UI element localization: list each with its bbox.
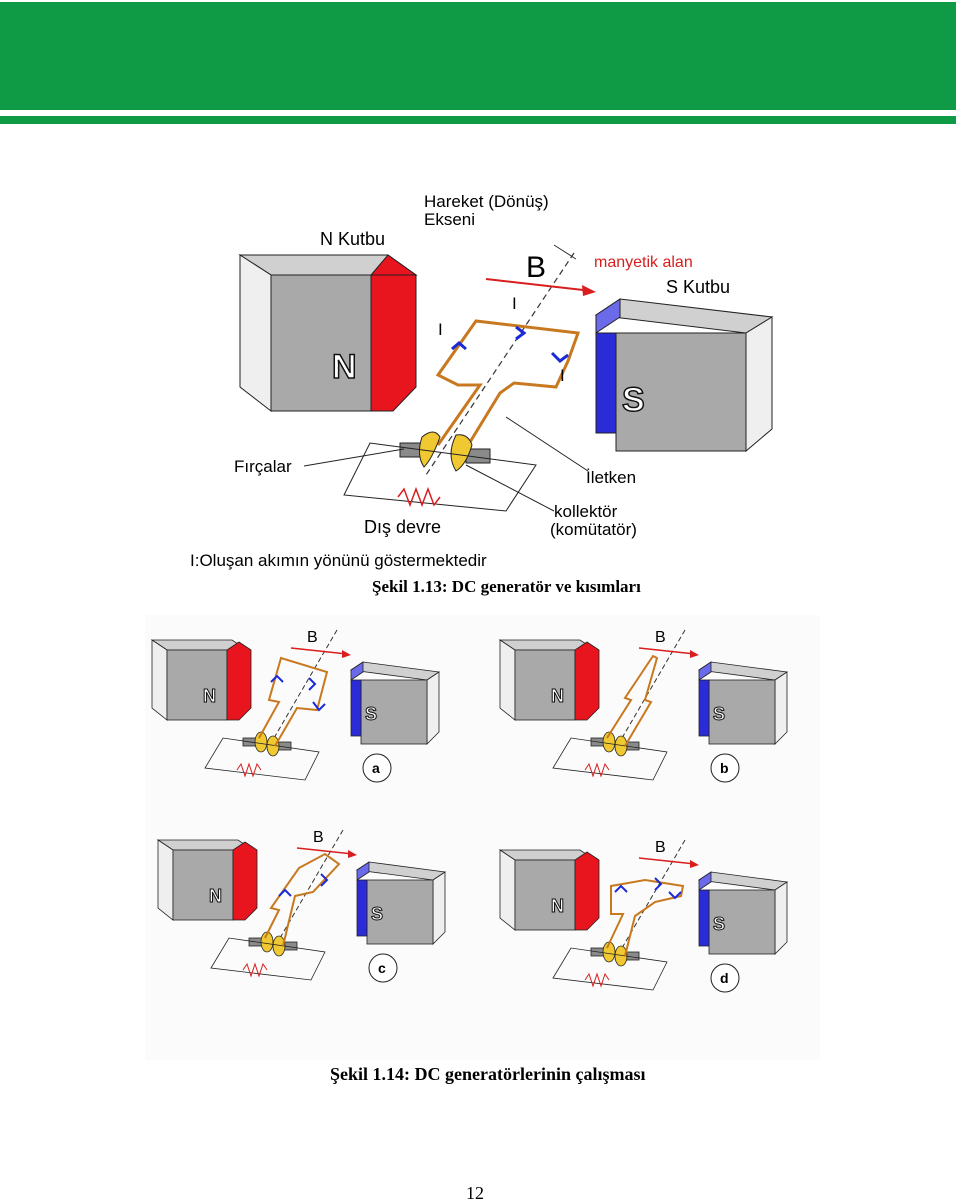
collector-label-line2: (komütatör) (550, 520, 637, 539)
conductor-label: İletken (586, 468, 636, 487)
current-label-3: I (560, 366, 565, 385)
panel-a-s-letter: S (365, 704, 377, 724)
magnetic-field-arrow (485, 278, 593, 292)
panel-b-n-letter: N (551, 686, 564, 706)
current-note: I:Oluşan akımın yönünü göstermektedir (190, 551, 487, 570)
resistor-symbol (397, 486, 441, 508)
magnetic-field-label: manyetik alan (594, 254, 693, 271)
panel-d-b-label: B (655, 839, 666, 856)
panel-c-b-label: B (313, 829, 324, 846)
panel-d-n-letter: N (551, 896, 564, 916)
page-number: 12 (466, 1183, 484, 1203)
conductor-loop (435, 319, 581, 466)
figure-1-caption: Şekil 1.13: DC generatör ve kısımları (372, 577, 641, 596)
panel-c-id: c (378, 960, 386, 976)
brushes-and-commutator (399, 431, 491, 472)
rotation-axis (425, 252, 575, 476)
panel-d-id: d (720, 970, 729, 986)
s-pole-letter: S (622, 381, 645, 419)
panel-a-id: a (372, 760, 380, 776)
current-label-2: I (438, 320, 443, 339)
panel-b: B N S b (499, 629, 788, 783)
panel-c: B N S c (157, 829, 446, 983)
s-pole-magnet: S (594, 298, 774, 453)
current-arrows (451, 325, 569, 363)
panel-c-s-letter: S (371, 904, 383, 924)
b-field-label: B (526, 251, 546, 284)
header-rule (0, 116, 956, 124)
panel-a-n-letter: N (203, 686, 216, 706)
panel-a: B N S a (151, 629, 440, 783)
panel-d: B N S d (499, 839, 788, 993)
external-circuit-label: Dış devre (364, 517, 441, 537)
panel-c-n-letter: N (209, 886, 222, 906)
axis-label-line1: Hareket (Dönüş) (424, 192, 549, 211)
n-pole-label: N Kutbu (320, 229, 385, 249)
n-pole-letter: N (332, 348, 357, 386)
panel-a-b-label: B (307, 629, 318, 646)
n-pole-magnet: N (238, 254, 418, 413)
panel-d-s-letter: S (713, 914, 725, 934)
header-band (0, 2, 956, 110)
panel-b-b-label: B (655, 629, 666, 646)
current-label-1: I (512, 294, 517, 313)
brushes-label: Fırçalar (234, 457, 292, 476)
external-circuit-frame (343, 442, 537, 512)
collector-label-line1: kollektör (554, 502, 618, 521)
panel-b-s-letter: S (713, 704, 725, 724)
axis-label-line2: Ekseni (424, 210, 475, 229)
figure-2-caption: Şekil 1.14: DC generatörlerinin çalışmas… (330, 1064, 646, 1084)
leader-lines (303, 416, 589, 512)
dc-generator-figure: N S Hareket (Dönüş) Ekseni N Ku (190, 192, 774, 570)
s-pole-label: S Kutbu (666, 277, 730, 297)
panel-b-id: b (720, 760, 729, 776)
dc-generator-operation-figure: B N S a B N S b B N S c B N S d (145, 615, 820, 1060)
